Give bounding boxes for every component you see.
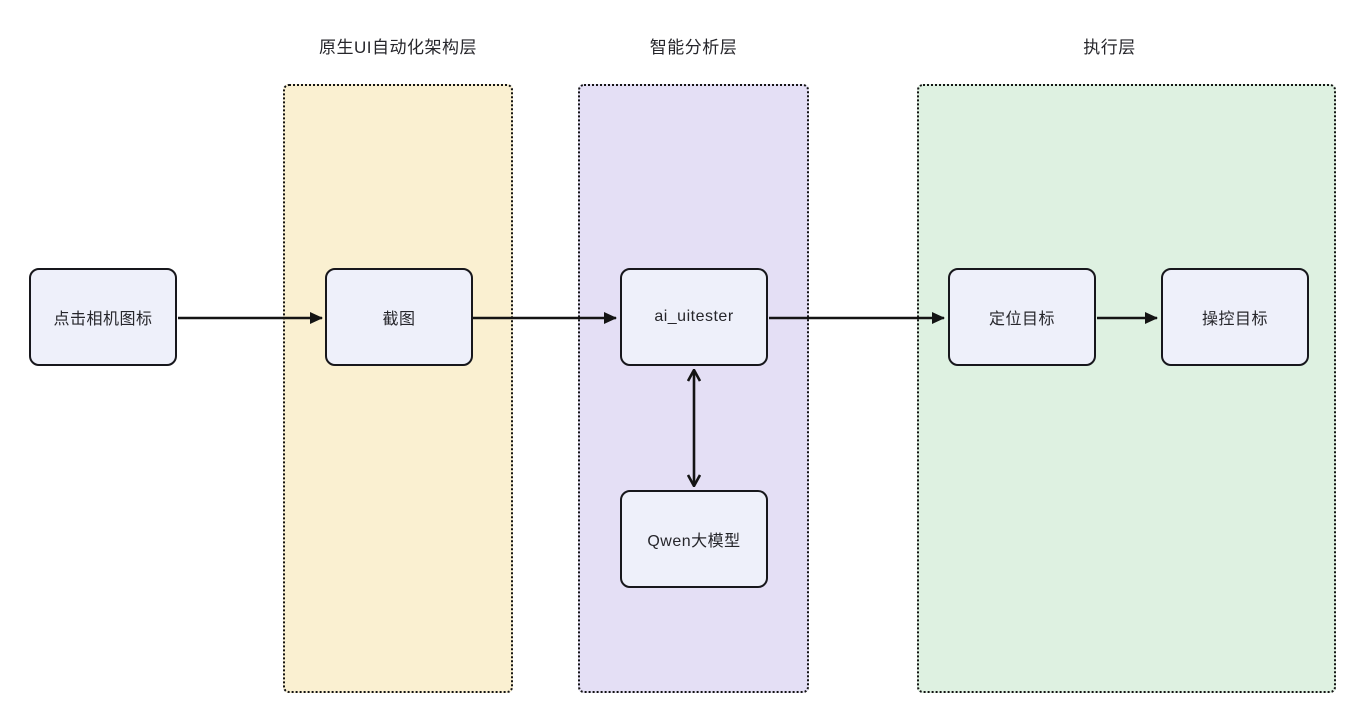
layer-native-ui-automation (283, 84, 513, 693)
node-screenshot: 截图 (325, 268, 473, 366)
node-label: Qwen大模型 (647, 533, 741, 550)
node-label: 操控目标 (1201, 311, 1268, 328)
layer-title-native-ui-automation: 原生UI自动化架构层 (319, 38, 477, 57)
layer-execution (917, 84, 1336, 693)
node-label: 截图 (382, 311, 416, 328)
node-click-camera-icon: 点击相机图标 (29, 268, 177, 366)
layer-intelligent-analysis (578, 84, 809, 693)
node-label: 定位目标 (988, 311, 1055, 328)
node-control-target: 操控目标 (1161, 268, 1309, 366)
layer-title-intelligent-analysis: 智能分析层 (649, 38, 738, 57)
node-ai-uitester: ai_uitester (620, 268, 768, 366)
node-qwen-model: Qwen大模型 (620, 490, 768, 588)
node-label: 点击相机图标 (53, 311, 153, 328)
node-label: ai_uitester (654, 308, 734, 325)
layer-title-execution: 执行层 (1083, 38, 1136, 57)
node-locate-target: 定位目标 (948, 268, 1096, 366)
